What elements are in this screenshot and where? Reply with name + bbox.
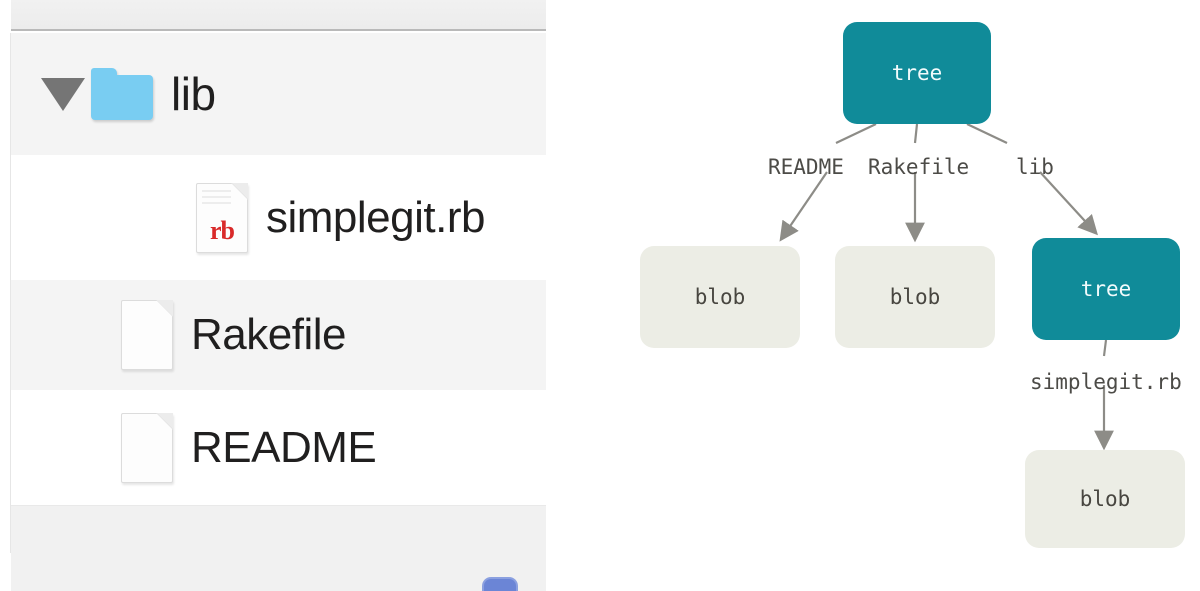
file-browser-panel: lib rb simplegit.rb Rakefile README <box>0 0 546 591</box>
git-object-diagram: tree blob blob tree blob README Rakefile… <box>546 0 1200 591</box>
panel-titlebar <box>11 0 546 31</box>
file-row-simplegit[interactable]: rb simplegit.rb <box>11 155 546 280</box>
node-lib-tree[interactable]: tree <box>1032 238 1180 340</box>
file-tree-list[interactable]: lib rb simplegit.rb Rakefile README <box>11 33 546 505</box>
node-root-tree[interactable]: tree <box>843 22 991 124</box>
edge-line-readme-upper <box>835 123 877 144</box>
edge-label-rakefile: Rakefile <box>868 155 970 179</box>
node-label: tree <box>1080 277 1132 301</box>
file-row-lib[interactable]: lib <box>11 33 546 155</box>
node-blob-simplegit[interactable]: blob <box>1025 450 1185 548</box>
node-blob-rakefile[interactable]: blob <box>835 246 995 348</box>
file-row-label: simplegit.rb <box>266 192 485 242</box>
edge-line-readme-lower <box>779 171 828 242</box>
panel-left-divider <box>10 33 11 553</box>
node-label: blob <box>1079 487 1131 511</box>
diagram-edges <box>779 123 1114 451</box>
node-label: blob <box>889 285 941 309</box>
edge-line-lib-lower <box>1039 171 1098 236</box>
file-row-readme[interactable]: README <box>11 390 546 505</box>
edge-line-lib-upper <box>966 123 1008 144</box>
triangle-down-icon[interactable] <box>41 77 85 111</box>
document-file-icon <box>121 300 173 370</box>
edge-line-simplegit-upper <box>1102 339 1108 357</box>
edge-line-rakefile-upper <box>913 123 919 144</box>
edge-label-lib: lib <box>1016 155 1054 179</box>
file-row-label: README <box>191 422 377 472</box>
scrollbar-thumb[interactable] <box>482 577 518 591</box>
file-row-rakefile[interactable]: Rakefile <box>11 280 546 390</box>
document-file-icon <box>121 412 173 483</box>
edge-label-simplegit: simplegit.rb <box>1030 370 1182 394</box>
panel-footer <box>11 505 546 591</box>
edge-label-readme: README <box>768 155 844 179</box>
ruby-file-icon-label: rb <box>210 215 235 245</box>
file-row-label: Rakefile <box>191 310 346 359</box>
file-row-label: lib <box>171 68 216 120</box>
node-label: blob <box>694 285 746 309</box>
folder-icon <box>91 68 153 120</box>
node-blob-readme[interactable]: blob <box>640 246 800 348</box>
node-label: tree <box>891 61 943 85</box>
ruby-file-icon: rb <box>196 182 248 253</box>
